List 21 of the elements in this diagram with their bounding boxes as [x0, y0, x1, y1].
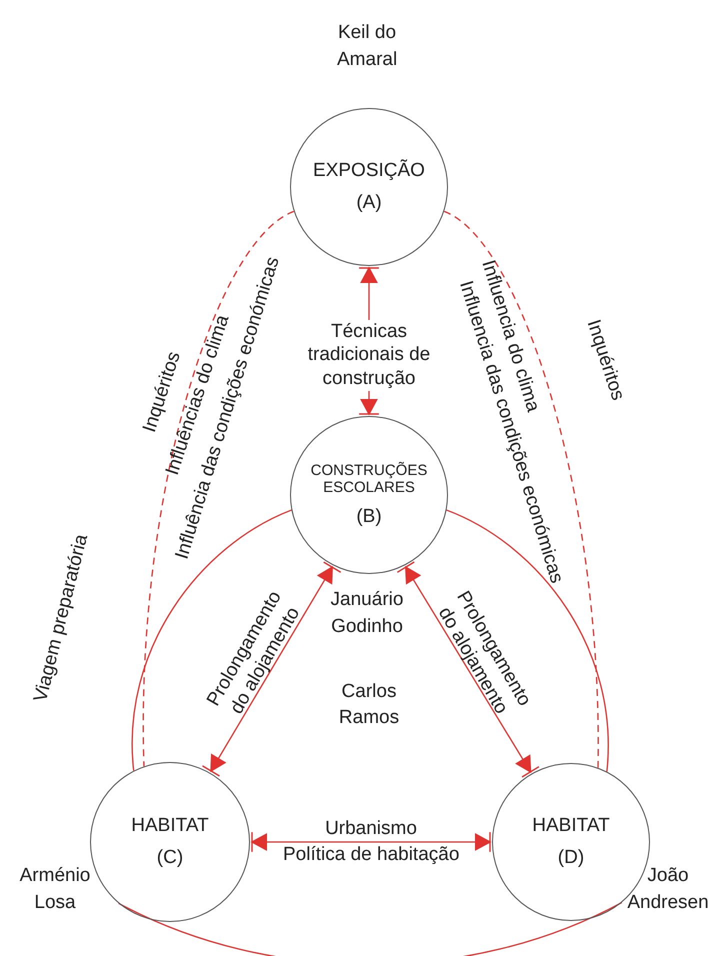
- circle-node: [90, 762, 250, 922]
- architect-name: João Andresen: [626, 864, 710, 915]
- node-title: HABITAT: [532, 815, 610, 837]
- architect-name: Arménio Losa: [18, 864, 92, 915]
- node-title: EXPOSIÇÃO: [313, 160, 425, 182]
- connector-line: [444, 210, 599, 768]
- connector-line: [132, 509, 292, 771]
- architect-name: Keil do Amaral: [337, 21, 397, 72]
- circle-node: [290, 108, 448, 266]
- node-letter: (B): [356, 506, 382, 528]
- node-title: CONSTRUÇÕES ESCOLARES: [310, 462, 428, 496]
- node-title: HABITAT: [131, 815, 209, 837]
- node-letter: (A): [356, 192, 382, 214]
- connector-line: [446, 509, 609, 772]
- node-letter: (D): [558, 847, 584, 869]
- architect-name: Carlos Ramos: [338, 680, 400, 730]
- node-letter: (C): [156, 847, 184, 869]
- relation-label: Política de habitação: [283, 842, 460, 866]
- architect-name: Januário Godinho: [330, 588, 404, 639]
- edge-label: Urbanismo: [324, 817, 418, 841]
- circle-node: [290, 416, 448, 574]
